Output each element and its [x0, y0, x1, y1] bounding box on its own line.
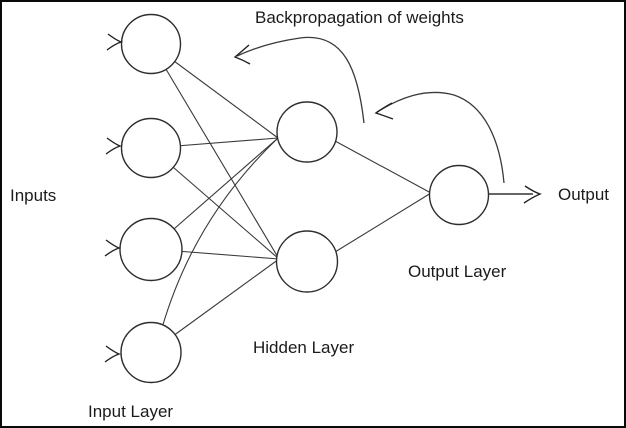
input-node-2 [120, 117, 182, 179]
output-node [428, 164, 490, 226]
hidden-node-2 [275, 230, 339, 293]
input-layer-label: Input Layer [88, 402, 174, 421]
backpropagation-arrows [233, 36, 505, 184]
input-node-4 [120, 321, 182, 384]
input-arrow-3 [63, 239, 122, 257]
input-arrow-4 [63, 345, 122, 363]
backprop-arrow-right [374, 91, 505, 184]
connection-line [323, 134, 432, 194]
connection-line [161, 137, 279, 329]
input-node-3 [119, 217, 183, 282]
output-arrow [489, 185, 542, 204]
backprop-arrow-left [233, 36, 365, 124]
hidden-node-1 [276, 101, 338, 163]
network-nodes [119, 13, 490, 384]
connection-lines [150, 43, 432, 353]
output-layer-label: Output Layer [408, 262, 507, 281]
backpropagation-title: Backpropagation of weights [255, 8, 464, 27]
inputs-label: Inputs [10, 186, 57, 205]
input-arrow-2 [63, 137, 123, 155]
connection-line [334, 192, 432, 253]
connection-line [150, 43, 280, 260]
input-arrow-1 [64, 33, 124, 51]
hidden-layer-label: Hidden Layer [253, 338, 355, 357]
output-label: Output [558, 185, 610, 204]
input-arrows [63, 33, 124, 363]
input-node-1 [120, 13, 182, 75]
